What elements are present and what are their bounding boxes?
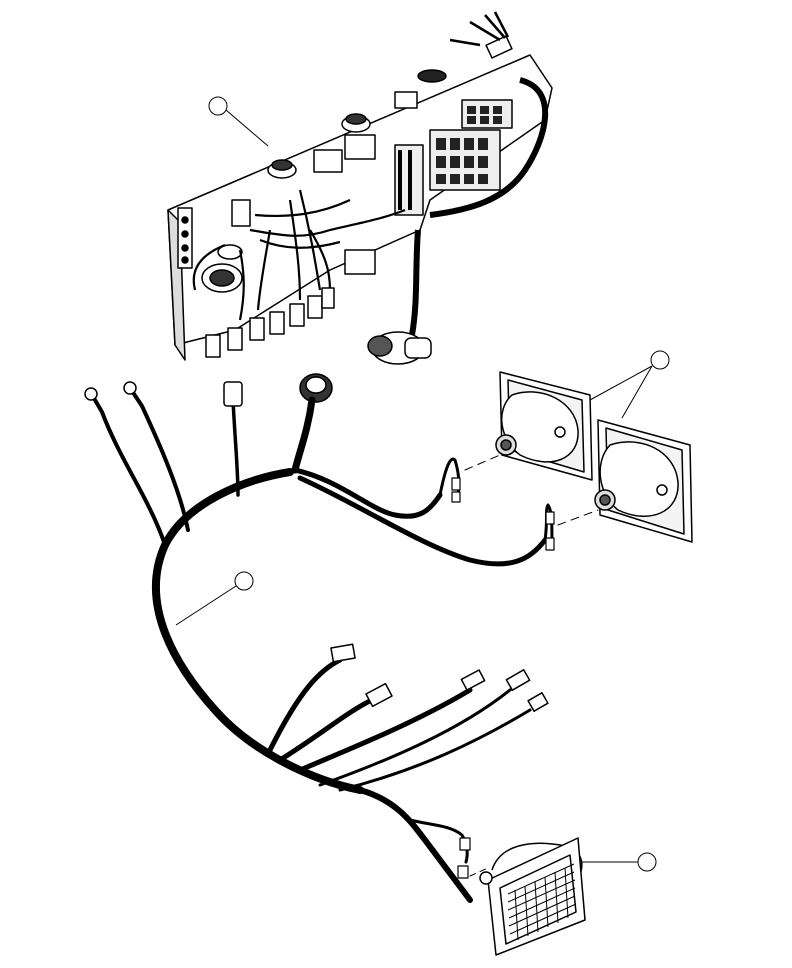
- fuse-lead: [231, 398, 240, 497]
- callout-harness: [175, 571, 254, 626]
- callout-worklight: [582, 852, 657, 872]
- callout-headlights: [589, 350, 670, 419]
- harness-branch-middle: [277, 697, 375, 763]
- headlight-left-branch: [292, 467, 443, 519]
- harness-branch-short: [338, 708, 532, 792]
- headlight-pair: [495, 371, 693, 543]
- terminal-strip: [177, 207, 193, 269]
- headlight-left: [495, 371, 593, 481]
- callouts: [175, 96, 670, 872]
- harness-trunk-loop: [152, 468, 364, 794]
- harness-branch-long: [318, 688, 512, 787]
- headlight-right-branch: [297, 475, 548, 567]
- main-wiring-harness: [84, 373, 599, 903]
- round-sockets: [201, 113, 371, 293]
- work-light-lens-grid: [507, 863, 577, 941]
- round-connector: [291, 373, 333, 474]
- relay-blocks: [231, 91, 513, 275]
- worklight-branch: [357, 787, 473, 903]
- control-panel-assembly: [167, 11, 553, 365]
- headlight-right: [594, 419, 693, 543]
- panel-top-connector: [417, 11, 513, 83]
- harness-branch-upper: [267, 657, 343, 753]
- panel-drop-cable: [409, 229, 421, 336]
- panel-internal-wiring: [192, 189, 406, 321]
- ring-terminal-leads: [84, 381, 190, 547]
- assembly-guide-lines: [464, 454, 599, 526]
- fuse-holders: [205, 287, 335, 358]
- panel-base-plate: [167, 54, 553, 346]
- headlight-right-lead: [543, 503, 554, 547]
- work-light: [479, 837, 586, 956]
- panel-side-cable: [429, 77, 548, 218]
- harness-branch-pair: [297, 687, 473, 773]
- fuse-lead-connector: [223, 381, 243, 407]
- callout-panel: [208, 96, 269, 147]
- panel-drop-connector: [367, 331, 432, 365]
